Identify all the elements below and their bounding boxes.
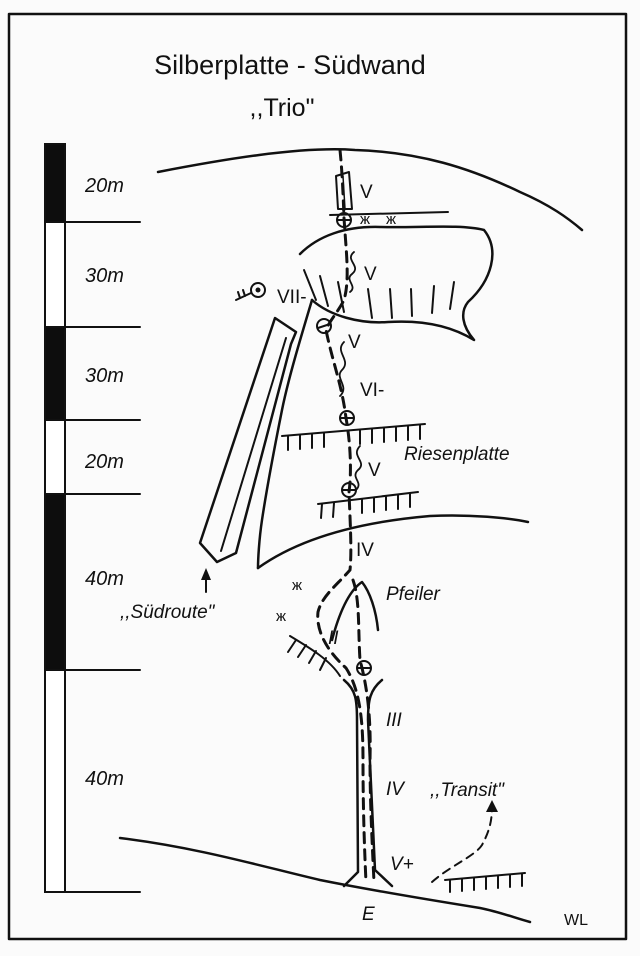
transit-arrow-head xyxy=(486,800,498,812)
piton-key-icon xyxy=(235,282,266,301)
label-start-e: E xyxy=(362,904,375,925)
belay-anchor-5 xyxy=(356,660,372,676)
mid-bulge-contour xyxy=(256,514,530,570)
scale-label-6: 40m xyxy=(85,768,124,790)
overhang-hatching xyxy=(303,269,455,319)
grade-label-vii: VII- xyxy=(277,287,307,308)
top-crack-feature xyxy=(335,171,353,210)
label-transit: ,,Transit" xyxy=(430,780,505,801)
main-route-line xyxy=(316,148,368,884)
pfeiler-outline xyxy=(330,580,380,642)
suedroute-pillar xyxy=(198,316,298,564)
grade-label-ii: II xyxy=(328,628,339,649)
scale-segment-1 xyxy=(44,143,66,223)
scale-segment-6 xyxy=(44,669,66,893)
grass-marker-4: ж xyxy=(276,608,286,625)
grade-label-pitch4: V xyxy=(368,460,381,481)
riesenplatte-hatching xyxy=(287,424,421,451)
lower-ledge xyxy=(317,491,419,505)
belay-anchor-4 xyxy=(341,482,357,498)
grade-label-vi: VI- xyxy=(360,380,384,401)
belay-anchor-1 xyxy=(336,212,352,228)
grass-marker-2: ж xyxy=(386,211,396,228)
author-initials: WL xyxy=(564,912,588,929)
grade-label-iii: III xyxy=(386,710,403,731)
transit-ledge xyxy=(444,872,526,881)
lower-ledge-hatching xyxy=(320,492,411,519)
scale-label-1: 20m xyxy=(84,175,124,197)
pfeiler-ledge-hatching xyxy=(287,635,341,677)
wall-base-line xyxy=(118,836,532,924)
grass-marker-3: ж xyxy=(292,577,302,594)
diagram-subtitle: ,,Trio" xyxy=(250,94,315,122)
label-suedroute: ,,Südroute" xyxy=(120,602,216,623)
suedroute-arrow-head xyxy=(201,568,211,580)
grade-label-top: V xyxy=(360,182,373,203)
belay-anchor-2 xyxy=(316,318,332,334)
grade-label-iv-lower: IV xyxy=(386,779,406,800)
summit-ridge-line xyxy=(156,148,584,232)
diagram-title: Silberplatte - Südwand xyxy=(154,50,426,80)
label-riesenplatte: Riesenplatte xyxy=(404,444,510,465)
chimney-left-wall xyxy=(342,678,360,888)
scale-segment-3 xyxy=(44,326,66,421)
suedroute-pillar-inner xyxy=(220,337,287,552)
label-pfeiler: Pfeiler xyxy=(386,584,441,605)
scale-label-2: 30m xyxy=(85,265,124,287)
main-route-line-twin xyxy=(351,578,376,884)
left-flank-line xyxy=(256,298,314,570)
page-frame xyxy=(7,12,628,941)
squiggle-mark-3 xyxy=(354,445,363,491)
riesenplatte-ledge xyxy=(281,423,426,437)
scale-bar: 20m 30m 30m 20m 40m 40m xyxy=(44,143,141,893)
scale-label-5: 40m xyxy=(85,568,124,590)
scale-segment-2 xyxy=(44,221,66,328)
grass-marker-1: ж xyxy=(360,211,370,228)
scale-label-3: 30m xyxy=(85,365,124,387)
belay-anchor-3 xyxy=(339,410,355,426)
transit-ledge-hatching xyxy=(449,873,523,893)
transit-route-line xyxy=(431,805,493,883)
grade-label-pitch2: V xyxy=(364,264,377,285)
scale-segment-4 xyxy=(44,419,66,495)
grade-label-iv-upper: IV xyxy=(356,540,374,561)
scale-label-4: 20m xyxy=(84,451,124,473)
grade-label-pitch3: V xyxy=(348,332,361,353)
overhang-block xyxy=(298,225,494,342)
squiggle-mark-1 xyxy=(348,251,357,293)
squiggle-mark-2 xyxy=(338,341,347,397)
grade-label-vplus: V+ xyxy=(390,854,414,875)
scale-segment-5 xyxy=(44,493,66,671)
